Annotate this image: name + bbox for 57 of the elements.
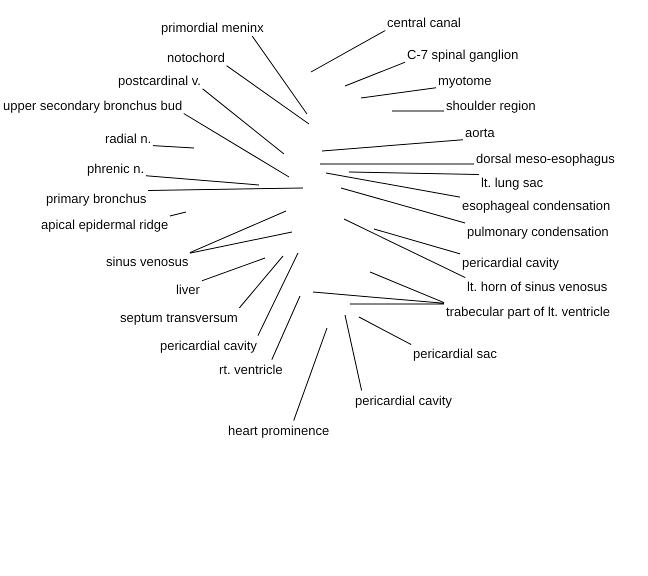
leader-line	[293, 328, 328, 422]
structure-label: postcardinal v.	[118, 72, 201, 88]
structure-label: radial n.	[105, 130, 152, 146]
structure-label: C-7 spinal ganglion	[407, 46, 518, 62]
structure-label: trabecular part of lt. ventricle	[446, 304, 610, 318]
leader-line	[360, 87, 436, 98]
structure-label: aorta	[465, 124, 495, 140]
leader-line	[202, 88, 284, 154]
structure-label: lt. horn of sinus venosus	[467, 278, 608, 294]
leader-line	[226, 65, 310, 124]
leader-line	[322, 139, 464, 152]
structure-label: pericardial sac	[413, 346, 497, 360]
structure-label: esophageal condensation	[462, 198, 610, 212]
leader-line	[348, 172, 480, 175]
leader-line	[370, 272, 445, 304]
leader-line	[252, 36, 308, 114]
structure-label: pericardial cavity	[462, 254, 559, 270]
leader-line	[392, 110, 444, 112]
structure-label: phrenic n.	[87, 160, 144, 176]
leader-line	[189, 210, 286, 254]
leader-line	[374, 228, 461, 254]
structure-label: myotome	[438, 72, 492, 88]
structure-label: notochord	[167, 50, 225, 64]
structure-label: heart prominence	[228, 422, 330, 438]
leader-line	[310, 30, 386, 72]
structure-label: shoulder region	[446, 98, 536, 112]
structure-label: pericardial cavity	[160, 338, 257, 352]
leader-line	[340, 188, 466, 224]
structure-label: sinus venosus	[106, 254, 188, 268]
structure-label: liver	[176, 282, 200, 296]
leader-line	[257, 252, 298, 336]
structure-label: central canal	[387, 14, 461, 30]
structure-label: pericardial cavity	[355, 392, 452, 408]
structure-label: lt. lung sac	[481, 174, 544, 190]
leader-line	[146, 175, 260, 186]
structure-label: pulmonary condensation	[467, 224, 609, 238]
leader-line	[344, 62, 406, 86]
leader-line	[344, 314, 362, 391]
leader-line	[183, 113, 290, 178]
leader-line	[344, 218, 466, 278]
leader-line	[271, 296, 300, 360]
structure-label: upper secondary bronchus bud	[3, 98, 182, 112]
structure-label: primary bronchus	[46, 190, 146, 206]
leader-line	[238, 256, 284, 308]
structure-label: rt. ventricle	[219, 362, 283, 376]
structure-label: apical epidermal ridge	[41, 216, 168, 232]
leader-line	[358, 316, 412, 346]
structure-label: dorsal meso-esophagus	[476, 150, 615, 166]
leader-line	[190, 232, 292, 254]
leader-line	[312, 292, 444, 304]
leader-line	[169, 212, 186, 216]
leader-line	[152, 145, 194, 148]
structure-label: primordial meninx	[161, 20, 264, 34]
leader-line	[148, 188, 304, 191]
leader-line	[201, 258, 266, 282]
structure-label: septum transversum	[120, 310, 238, 324]
leader-line	[326, 172, 460, 198]
